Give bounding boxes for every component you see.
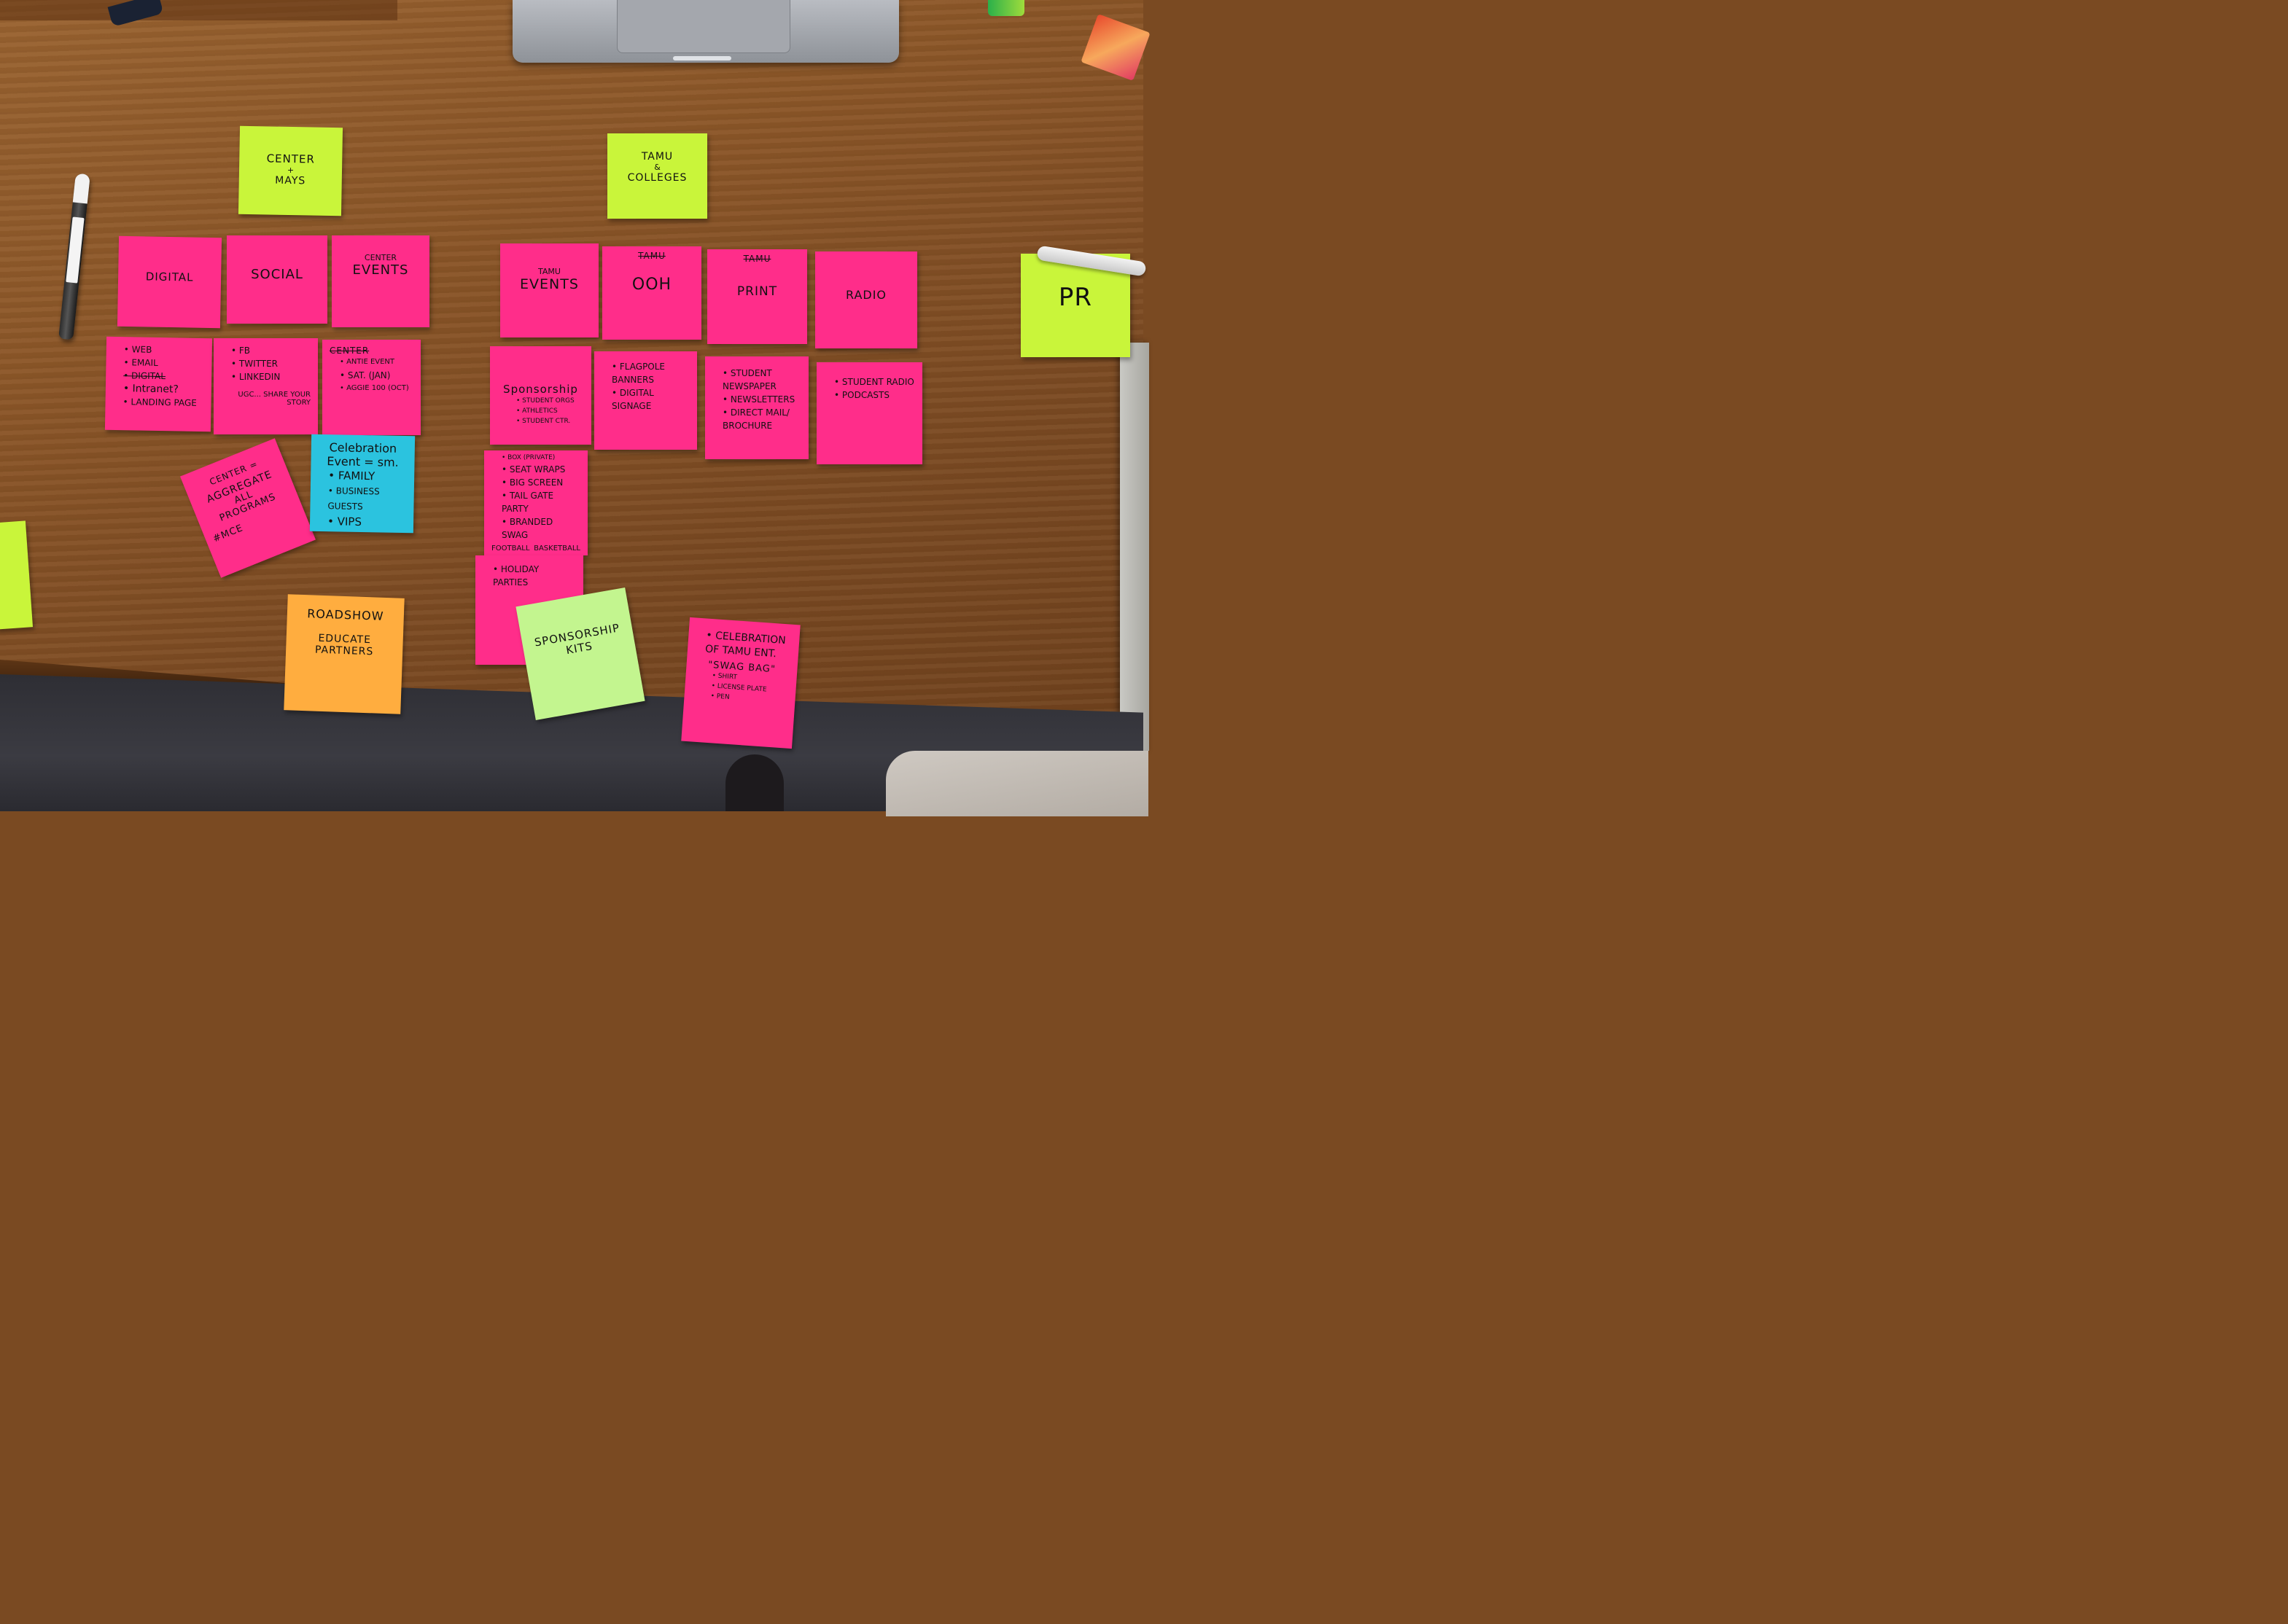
- list-item: Holiday Parties: [493, 563, 576, 589]
- list-item: Seat Wraps: [502, 463, 580, 476]
- shoe: [725, 754, 784, 811]
- note-social: Social: [227, 235, 327, 324]
- note-celebration-tamu: Celebration of TAMU Ent. "Swag Bag" Shir…: [681, 617, 801, 749]
- list: Student Newspaper Newsletters Direct Mai…: [712, 367, 801, 432]
- note-line: Colleges: [627, 172, 688, 184]
- note-line: Digital: [145, 270, 194, 284]
- note-sponsorship-kits: Sponsorship Kits: [515, 587, 645, 720]
- note-events-items: Center Antie Event Sat. (Jan) Aggie 100 …: [322, 340, 421, 435]
- fabric: [886, 751, 1148, 816]
- list-item: Athletics: [507, 406, 584, 416]
- list-item: LinkedIn: [231, 370, 311, 383]
- list-item: Flagpole Banners: [612, 360, 690, 386]
- note-print: TAMU Print: [707, 249, 807, 344]
- list: Student Radio Podcasts: [824, 375, 915, 402]
- list-item: Direct Mail/ Brochure: [723, 406, 801, 432]
- note-radio: Radio: [815, 251, 917, 348]
- candy-wrapper: [988, 0, 1024, 16]
- laptop-trackpad: [617, 0, 790, 53]
- list-item: FB: [231, 344, 311, 357]
- list-item: Box (private): [502, 453, 580, 463]
- note-line: Celebration: [329, 440, 397, 456]
- list: Student orgs Athletics Student Ctr.: [497, 396, 584, 426]
- list-item: Celebration of TAMU Ent.: [704, 629, 792, 663]
- list: Web Email Digital Intranet? Landing Page: [112, 343, 205, 410]
- note-sponsorship: Sponsorship Student orgs Athletics Stude…: [490, 346, 591, 445]
- note-line: Social: [251, 267, 303, 282]
- list: Flagpole Banners Digital Signage: [602, 360, 690, 413]
- note-line: TAMU: [641, 151, 674, 163]
- laptop-notch: [673, 56, 731, 60]
- note-social-items: FB Twitter LinkedIn UGC... share your st…: [214, 338, 318, 434]
- table-shadow: [0, 0, 397, 20]
- note-line: Radio: [845, 288, 887, 302]
- list-item: Newsletters: [723, 393, 801, 406]
- note-flagpole: Flagpole Banners Digital Signage: [594, 351, 697, 450]
- note-box-list: Box (private) Seat Wraps Big Screen Tail…: [484, 450, 588, 555]
- list: Holiday Parties: [483, 563, 576, 589]
- note-digital: Digital: [117, 235, 222, 329]
- note-line: PR: [1058, 283, 1093, 312]
- list-item-struck: Digital: [123, 369, 204, 383]
- note-footer: Football Basketball: [491, 544, 580, 553]
- list-item: Antie Event: [340, 356, 413, 369]
- note-line: Center: [266, 152, 316, 166]
- list-item: Branded Swag: [502, 515, 580, 542]
- note-line: TAMU: [538, 267, 561, 276]
- list-item: family: [328, 468, 407, 485]
- note-line: Mays: [275, 174, 306, 187]
- note-line: OOH: [631, 276, 672, 294]
- list-item: Web: [124, 343, 205, 357]
- marker-cap: [72, 173, 90, 204]
- note-struck: Center: [330, 346, 370, 356]
- second-laptop: [1120, 343, 1149, 751]
- note-tamu-colleges: TAMU & Colleges: [607, 133, 707, 219]
- list-item: Podcasts: [834, 389, 915, 402]
- list: Box (private) Seat Wraps Big Screen Tail…: [491, 453, 580, 542]
- list-item: Sat. (Jan): [340, 369, 413, 382]
- note-struck: TAMU: [638, 251, 666, 261]
- note-line: Print: [736, 284, 778, 299]
- note-center-mays: Center + Mays: [238, 125, 343, 216]
- laptop: [513, 0, 899, 63]
- note-line: Sponsorship: [503, 383, 578, 396]
- list: Celebration of TAMU Ent.: [694, 628, 792, 663]
- list-item: Big Screen: [502, 476, 580, 489]
- note-tamu-events: TAMU Events: [500, 243, 599, 337]
- list-item: Twitter: [231, 357, 311, 370]
- note-celebration-event: Celebration Event = sm. family business …: [309, 434, 416, 534]
- note-student-radio: Student Radio Podcasts: [817, 362, 922, 464]
- note-line: &: [654, 163, 661, 172]
- note-struck: TAMU: [743, 254, 771, 264]
- list-item: Landing Page: [122, 395, 203, 410]
- list-item: Email: [123, 356, 204, 370]
- list-item: Student Radio: [834, 375, 915, 389]
- list-item: VIPs: [327, 514, 406, 531]
- list-item: Student Newspaper: [723, 367, 801, 393]
- list-item: Tail Gate Party: [502, 489, 580, 515]
- note-line: Football: [491, 544, 530, 553]
- list: family business guests VIPs: [317, 468, 407, 531]
- list-item: Intranet?: [123, 382, 204, 397]
- note-line: Basketball: [534, 544, 580, 553]
- note-line: Roadshow: [306, 606, 384, 623]
- note-line: Events: [352, 262, 409, 278]
- note-digital-items: Web Email Digital Intranet? Landing Page: [104, 336, 213, 432]
- note-ooh: TAMU OOH: [602, 246, 701, 340]
- list-item: Student Ctr.: [507, 416, 584, 426]
- list: Antie Event Sat. (Jan) Aggie 100 (Oct): [330, 356, 413, 395]
- note-line: UGC... share your story: [238, 391, 311, 407]
- note-line: Events: [520, 276, 579, 292]
- note-student-newspaper: Student Newspaper Newsletters Direct Mai…: [705, 356, 809, 459]
- note-roadshow: Roadshow Educate Partners: [284, 594, 405, 714]
- note-line: Event = sm.: [327, 454, 399, 469]
- list-item: Digital Signage: [612, 386, 690, 413]
- note-line: Center: [364, 253, 397, 262]
- list-item: Student orgs: [507, 396, 584, 406]
- list-item: Aggie 100 (Oct): [340, 382, 413, 395]
- list: FB Twitter LinkedIn: [221, 344, 311, 383]
- note-center-events: Center Events: [332, 235, 429, 327]
- list-item: business guests: [327, 483, 407, 515]
